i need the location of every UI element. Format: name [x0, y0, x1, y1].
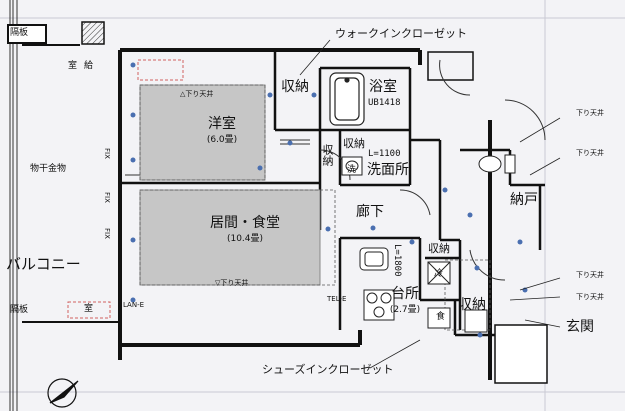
- label-lowered-ceiling-r2: 下り天井: [576, 149, 604, 157]
- room-hallway-name: 廊下: [356, 204, 384, 220]
- label-outdoor-unit-top: 室: [68, 61, 78, 71]
- label-storage-kitchen: 収納: [428, 242, 450, 255]
- label-fix-1: FIX: [103, 148, 111, 159]
- label-storage-shoes: 収納: [458, 297, 486, 313]
- room-balcony: バルコニー: [6, 255, 81, 273]
- room-kitchen-size: (2.7畳): [389, 305, 421, 315]
- label-storage-closet: 収納: [281, 79, 309, 95]
- label-l-1100: L=1100: [368, 149, 401, 159]
- label-lowered-ceiling-1: △下り天井: [180, 90, 214, 98]
- label-laundry-hanger: 物干金物: [30, 164, 67, 174]
- room-living-name: 居間・食堂: [210, 215, 280, 231]
- room-bathroom-model: UB1418: [368, 98, 401, 108]
- label-storage-side: 収納: [321, 144, 334, 166]
- label-lowered-ceiling-r4: 下り天井: [576, 293, 604, 301]
- label-fridge: 冷: [434, 269, 444, 279]
- room-washroom-name: 洗面所: [367, 162, 409, 178]
- label-l-1800: L=1800: [392, 244, 402, 277]
- label-shoes-in-closet: シューズインクローゼット: [262, 363, 394, 376]
- label-dishwasher: 食: [436, 312, 446, 322]
- label-partition-top: 隔板: [10, 28, 29, 38]
- label-fix-3: FIX: [103, 228, 111, 239]
- label-outdoor-unit-bottom: 室: [84, 304, 94, 314]
- room-storeroom-name: 納戸: [510, 192, 538, 208]
- room-bathroom-name: 浴室: [369, 79, 397, 95]
- label-lowered-ceiling-r3: 下り天井: [576, 271, 604, 279]
- label-lowered-ceiling-2: ▽下り天井: [215, 279, 249, 287]
- label-wash-short: 洗: [347, 165, 357, 175]
- room-western-size: (6.0畳): [206, 135, 238, 145]
- room-entrance-name: 玄関: [566, 319, 594, 335]
- label-partition-bottom: 隔板: [10, 305, 29, 315]
- label-supply: 給: [84, 61, 94, 71]
- label-tel: TEL-E: [327, 295, 347, 303]
- room-kitchen-name: 台所: [391, 286, 419, 302]
- label-fix-2: FIX: [103, 192, 111, 203]
- room-western-name: 洋室: [208, 116, 236, 132]
- label-lowered-ceiling-r1: 下り天井: [576, 109, 604, 117]
- label-lan: LAN-E: [123, 301, 145, 309]
- label-storage-wash: 収納: [343, 137, 365, 150]
- room-living-size: (10.4畳): [226, 234, 264, 244]
- label-walk-in-closet: ウォークインクローゼット: [335, 27, 467, 40]
